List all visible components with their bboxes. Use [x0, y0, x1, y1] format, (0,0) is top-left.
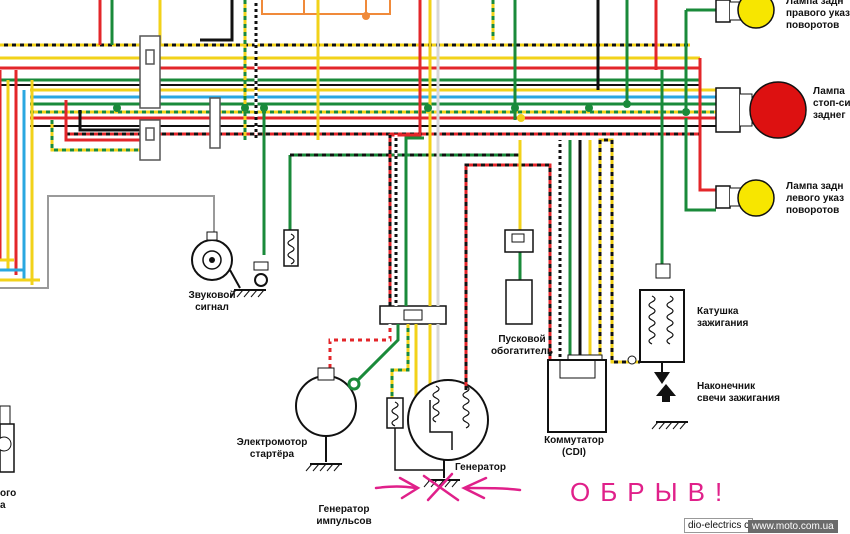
stop-lamp-label-line-3: заднег	[813, 110, 846, 121]
spark-cap-label-line-2: свечи зажигания	[697, 393, 781, 404]
starter-enricher-label-line-2: обогатитель	[490, 346, 554, 357]
stop-lamp-label-line-1: Лампа	[813, 86, 845, 97]
left-partial-label: ого а	[0, 488, 16, 512]
horn-label: Звуковой сигнал	[160, 290, 264, 314]
watermark-source: dio-electrics c	[684, 518, 754, 533]
cdi-unit	[547, 354, 607, 433]
cdi-label: Коммутатор (CDI)	[532, 435, 616, 459]
left-turn-lamp-label-line-1: Лампа задн	[786, 181, 844, 192]
pulse-generator-label-line-1: Генератор	[318, 504, 370, 515]
pulse-generator	[386, 397, 444, 471]
spark-cap-label: Наконечник свечи зажигания	[697, 381, 780, 405]
starter-motor-label-line-2: стартёра	[249, 449, 295, 460]
starter-motor-label-line-1: Электромотор	[236, 437, 308, 448]
stop-lamp	[715, 81, 807, 139]
ignition-coil	[627, 70, 689, 430]
starter-enricher	[504, 229, 534, 325]
left-partial-component	[0, 405, 15, 473]
horn-label-line-2: сигнал	[195, 302, 229, 313]
break-annotation-arrows	[374, 472, 522, 502]
generator	[407, 379, 489, 488]
watermark-site[interactable]: www.moto.com.ua	[748, 520, 838, 533]
main-bus	[30, 88, 720, 136]
right-turn-lamp-label-line-3: поворотов	[786, 20, 840, 31]
central-wires	[328, 0, 440, 400]
stop-lamp-label: Лампа стоп-си заднег	[813, 86, 850, 122]
starter-motor-label: Электромотор стартёра	[222, 437, 322, 461]
right-turn-lamp	[715, 0, 775, 29]
left-turn-lamp-label-line-3: поворотов	[786, 205, 840, 216]
left-turn-lamp-label: Лампа задн левого указ поворотов	[786, 181, 844, 217]
horn-resistor	[283, 229, 299, 267]
left-turn-lamp	[715, 179, 775, 217]
ignition-coil-label-line-1: Катушка	[697, 306, 739, 317]
left-partial-label-line-1: ого	[0, 488, 17, 499]
right-turn-lamp-label: Лампа задн правого указ поворотов	[786, 0, 850, 32]
left-verticals	[0, 0, 234, 289]
cdi-label-line-2: (CDI)	[562, 447, 586, 458]
bus-connectors	[139, 35, 221, 161]
top-bus	[0, 43, 700, 86]
central-connector	[379, 305, 447, 325]
cdi-label-line-1: Коммутатор	[544, 435, 604, 446]
starter-enricher-label: Пусковой обогатитель	[476, 334, 568, 358]
right-turn-lamp-label-line-2: правого указ	[786, 8, 850, 19]
horn	[191, 231, 269, 298]
top-orange-box	[261, 0, 391, 15]
left-turn-lamp-label-line-2: левого указ	[786, 193, 845, 204]
stop-lamp-label-line-2: стоп-си	[813, 98, 850, 109]
horn-label-line-1: Звуковой	[188, 290, 236, 301]
break-annotation: ОБРЫВ!	[570, 477, 733, 507]
starter-motor	[295, 367, 361, 472]
ignition-coil-label: Катушка зажигания	[697, 306, 748, 330]
pulse-generator-label-line-2: импульсов	[316, 516, 372, 527]
starter-enricher-label-line-1: Пусковой	[498, 334, 546, 345]
generator-label: Генератор	[455, 462, 506, 473]
upper-drops	[243, 0, 716, 212]
ignition-coil-label-line-2: зажигания	[697, 318, 749, 329]
pulse-generator-label: Генератор импульсов	[300, 504, 388, 528]
right-turn-lamp-label-line-1: Лампа задн	[786, 0, 844, 7]
spark-cap-label-line-1: Наконечник	[697, 381, 756, 392]
left-partial-label-line-2: а	[0, 500, 6, 511]
cdi-wires	[464, 138, 640, 390]
